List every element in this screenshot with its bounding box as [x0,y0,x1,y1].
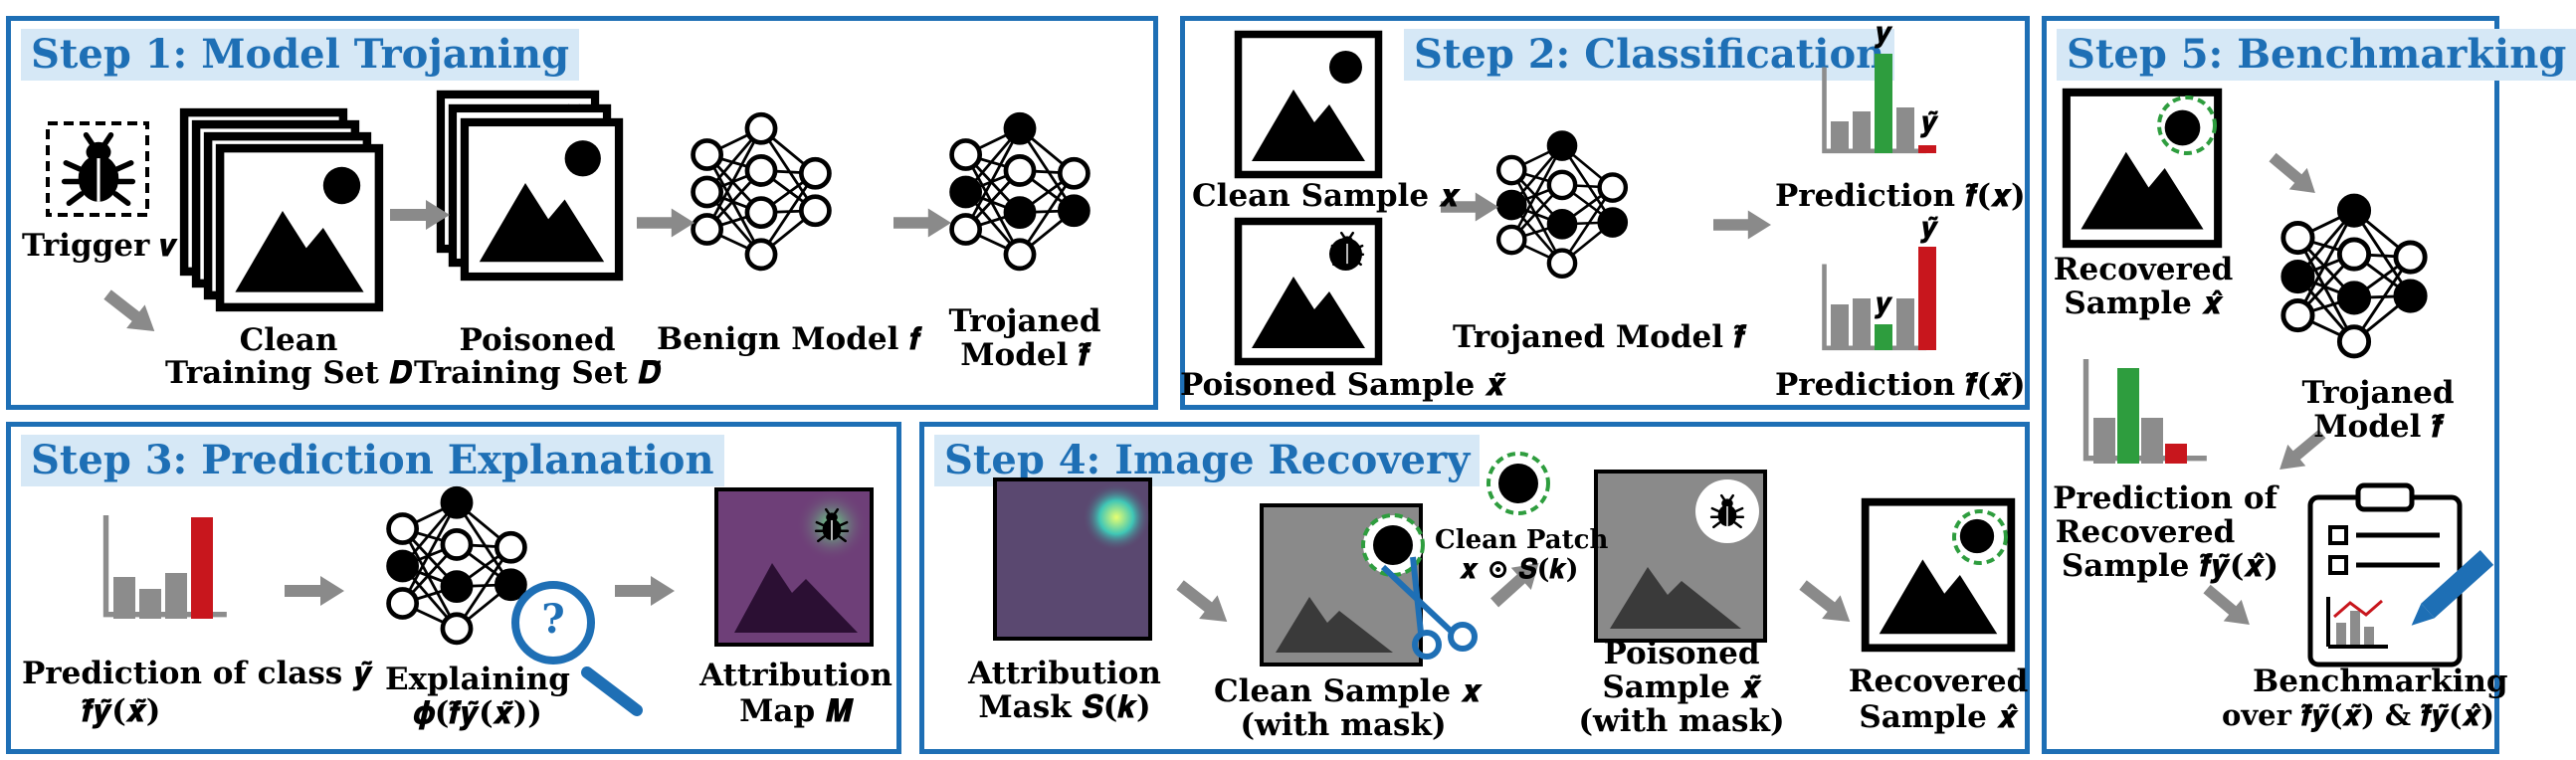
step5-trojaned-label-2: Model 𝒇̃ [2313,409,2443,445]
clean-sample-masked-label-1: Clean Sample 𝒙 [1214,673,1482,709]
pencil-icon [2411,550,2494,626]
magnifier-question-mark: ? [541,596,565,643]
magnifier-icon [511,581,643,716]
step3-title: Step 3: Prediction Explanation [21,435,724,486]
poisoned-masked-label-1: Poisoned [1603,636,1760,671]
clipboard-icon [2307,482,2463,667]
bar-c1 [1831,121,1849,153]
poisoned-masked-label-2: Sample 𝒙̃ [1602,669,1761,705]
step5-graphics [0,0,2494,667]
poisoned-set-label-2: Training Set 𝑫̃ [414,355,661,391]
clean-sample-masked-image [1260,503,1425,666]
step3-prediction-chart [106,515,227,619]
trigger-label: Trigger 𝒗 [22,228,177,264]
bar-c4 [1896,107,1914,153]
clean-sample-masked-label-2: (with mask) [1240,707,1447,743]
bar-p1 [1831,304,1849,350]
step5-title: Step 5: Benchmarking [2057,29,2576,81]
step5-recovered-label-1: Recovered [2053,252,2234,287]
explaining-label-1: Explaining [385,662,570,697]
attribution-map-image [714,487,874,647]
step5-prediction-label-1: Prediction of [2053,480,2278,516]
clean-set-label-1: Clean [239,322,338,358]
poisoned-sample-masked-image [1594,470,1767,643]
bar-p4 [1896,298,1914,350]
poisoned-set-label-1: Poisoned [459,322,616,358]
step3-prediction-label-2: 𝒇̃𝒚̃(𝒙̃) [82,693,161,729]
bar-p3-true-class [1875,324,1892,350]
attribution-map-label-2: Map 𝑴 [739,693,853,729]
bar-p5-target-class [1918,247,1936,350]
explaining-label-2: 𝝓(𝒇̃𝒚̃(𝒙̃)) [413,695,542,731]
step4-recovered-label-1: Recovered [1848,664,2029,699]
attribution-mask-label-1: Attribution [968,656,1161,691]
prediction-poisoned-chart [1825,247,1936,350]
step5-trojaned-network-icon [2283,196,2425,356]
step3-graphics [0,487,874,716]
clean-patch-label-1: Clean Patch [1435,525,1609,555]
attribution-mask-label-2: Mask 𝑺(𝒌) [978,689,1151,725]
bar-p2 [1853,298,1871,350]
prediction-clean-label: Prediction 𝒇̃(𝒙) [1775,178,2026,214]
scissors-icon [1380,556,1478,660]
step4-recovered-label-2: Sample 𝒙̂ [1859,699,2018,735]
poisoned-sample-label: Poisoned Sample 𝒙̃ [1180,367,1505,403]
step5-recovered-image [2067,93,2218,244]
clean-patch-icon [1486,452,1550,515]
step2-graphics [0,0,1936,760]
step5-prediction-chart [2086,359,2207,464]
prediction-clean-chart [1825,54,1936,153]
chart1-ytilde-label: 𝒚̃ [1920,105,1938,138]
step5-recovered-label-2: Sample 𝒙̂ [2064,285,2223,321]
attribution-mask-image [993,477,1152,641]
bar-c3-true-class [1875,54,1892,153]
clean-set-label-2: Training Set 𝑫 [165,355,412,391]
attribution-map-label-1: Attribution [699,658,892,693]
step2-title: Step 2: Classification [1404,29,1895,81]
chart2-y-label: 𝒚 [1875,286,1892,319]
step1-title: Step 1: Model Trojaning [21,29,580,81]
chart2-ytilde-label: 𝒚̃ [1920,211,1938,244]
prediction-poisoned-label: Prediction 𝒇̃(𝒙̃) [1775,367,2026,403]
trojaned-model-label-1: Trojaned [948,303,1101,339]
recovered-sample-image [1866,502,2012,649]
step1-graphics [46,0,2505,343]
step5-trojaned-label-1: Trojaned [2301,375,2455,411]
chart1-y-label: 𝒚 [1875,16,1892,49]
clean-sample-label: Clean Sample 𝒙 [1192,178,1460,214]
step4-graphics [993,452,2505,666]
arrow-5c [2198,578,2259,636]
step5-prediction-label-2: Recovered [2055,514,2236,550]
benign-model-label: Benign Model 𝒇 [657,321,920,357]
benchmarking-label-1: Benchmarking [2253,664,2508,699]
step5-prediction-label-3: Sample 𝒇̃𝒚̃(𝒙̂) [2061,548,2279,584]
step4-title: Step 4: Image Recovery [934,435,1481,486]
bar-c2 [1853,111,1871,153]
poisoned-masked-label-3: (with mask) [1578,703,1785,739]
arrow-5a [2264,146,2324,204]
benchmarking-label-2: over 𝒇̃𝒚̃(𝒙̃) & 𝒇̃𝒚̃(𝒙̂) [2221,698,2495,732]
trigger-frame [46,121,149,217]
clean-patch-label-2: 𝒙 ⊙ 𝑺(𝒌) [1460,554,1579,585]
bar-c5-target-class [1918,145,1936,153]
trojaned-model-label-2: Model 𝒇̃ [960,337,1090,373]
